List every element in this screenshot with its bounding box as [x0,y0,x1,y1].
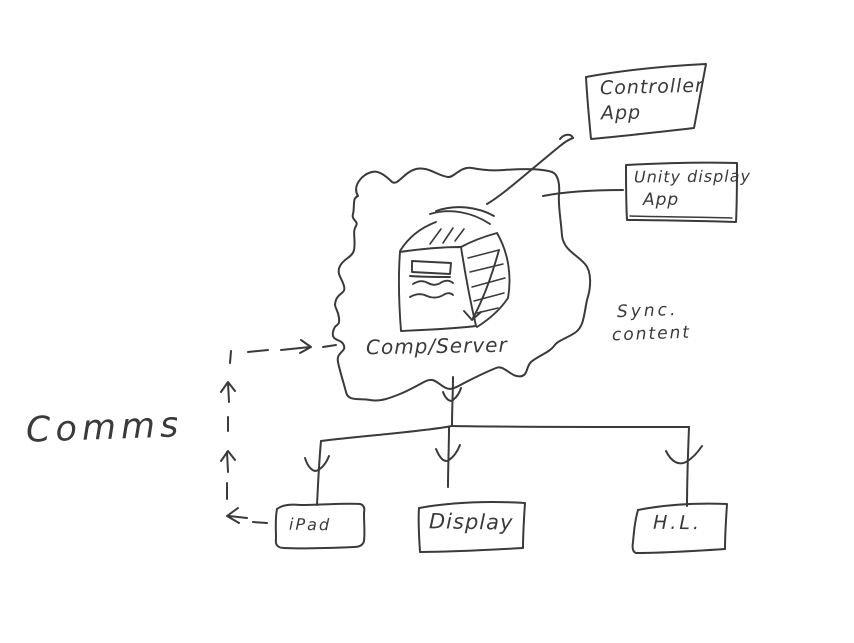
computer-top-back-edge [429,210,491,225]
arrow-cloud-down [442,376,462,426]
ipad-label: iPad [288,514,332,535]
computer-top-swoosh [435,206,495,217]
computer-top-hatching [429,227,465,245]
unity-display-app-label-line1: Unity display [633,166,752,187]
arrow-cloud-to-controller [486,133,574,205]
computer-sketch [397,206,511,332]
branch-to-display [435,426,461,488]
hl-label: H.L. [652,511,703,535]
computer-inner-arrow [463,249,500,321]
hl-box [631,502,728,554]
computer-screen [409,260,452,278]
comms-dash-top-tick [229,350,232,364]
ipad-box [274,502,366,550]
computer-right-face [460,232,511,328]
sync-content-annotation-line2: content [611,322,692,346]
cloud-outline [331,166,592,402]
distribution-line [320,425,690,442]
computer-top-left-edge [399,221,437,252]
line-unity-to-cloud [542,189,624,197]
comms-arrow-left [226,507,248,524]
comms-arrow-right [280,339,312,354]
branch-to-hl [665,426,703,507]
unity-display-app-box [625,161,738,223]
comms-dash-1 [247,349,269,353]
display-label: Display [428,509,514,535]
controller-app-label-line1: Controller [599,74,705,100]
computer-squiggle-1 [412,279,454,286]
comms-dash-2 [322,344,337,348]
unity-display-app-label-line2: App [643,190,680,210]
branch-to-ipad [304,440,330,506]
computer-front-face [397,246,477,332]
computer-side-hatching [467,249,506,314]
sync-content-annotation-line1: Sync. [616,299,679,323]
computer-squiggle-2 [409,292,454,299]
comms-arrow-up-1 [220,381,236,403]
display-box [417,501,526,553]
comms-dash-5 [252,521,268,524]
comms-annotation: Comms [25,405,184,451]
comp-server-label: Comp/Server [365,332,508,360]
comms-dashed-path [220,339,337,524]
comms-arrow-up-2 [220,450,236,473]
controller-app-box [585,63,707,140]
controller-app-label-line2: App [600,101,642,125]
